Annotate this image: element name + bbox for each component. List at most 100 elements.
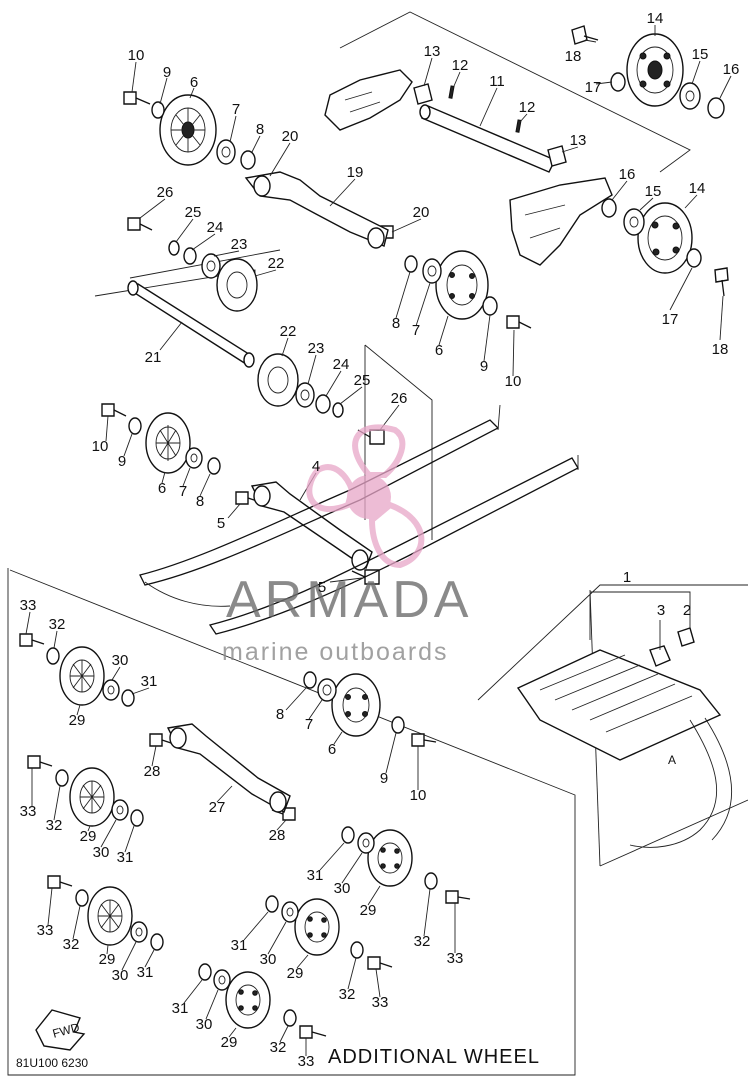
- callout-number: 30: [112, 652, 129, 669]
- callout-number: 32: [49, 616, 66, 633]
- callout-number: 8: [256, 121, 264, 138]
- callout-number: 23: [308, 340, 325, 357]
- callout-number: 31: [117, 849, 134, 866]
- frame-bracket-upper: [324, 69, 613, 266]
- shaft-27: [166, 723, 291, 814]
- callout-number: 30: [260, 951, 277, 968]
- callout-number: 7: [179, 483, 187, 500]
- callout-number: 31: [231, 937, 248, 954]
- watermark: ARMADA marine outboards: [222, 424, 468, 666]
- callout-number: 8: [276, 706, 284, 723]
- callout-number: 9: [380, 770, 388, 787]
- callout-number: 29: [360, 902, 377, 919]
- shaft-11: [413, 83, 567, 173]
- callout-number: 33: [37, 922, 54, 939]
- callout-number: 1: [623, 569, 631, 586]
- callout-number: 10: [410, 787, 427, 804]
- callout-number: 21: [145, 349, 162, 366]
- callout-number: 33: [20, 803, 37, 820]
- callout-number: 3: [657, 602, 665, 619]
- callout-number: 16: [723, 61, 740, 78]
- callout-number: 18: [565, 48, 582, 65]
- callout-number: 9: [480, 358, 488, 375]
- wheel-6-low: [331, 673, 381, 737]
- callout-number: 22: [268, 255, 285, 272]
- callout-number: 14: [689, 180, 706, 197]
- callout-number: 19: [347, 164, 364, 181]
- callout-number: 24: [333, 356, 350, 373]
- callout-number: 32: [63, 936, 80, 953]
- callout-number: 30: [93, 844, 110, 861]
- section-caption: ADDITIONAL WHEEL: [328, 1046, 540, 1068]
- slide-rails: [139, 404, 579, 635]
- callout-number: 4: [312, 458, 320, 475]
- shaft-19: [244, 171, 389, 249]
- callout-number: 32: [270, 1039, 287, 1056]
- callout-number: 17: [585, 79, 602, 96]
- callout-number: 29: [99, 951, 116, 968]
- callout-number: 26: [157, 184, 174, 201]
- callout-number: 20: [282, 128, 299, 145]
- callout-number: 10: [92, 438, 109, 455]
- wheel-29-a: [59, 646, 105, 706]
- callout-number: 7: [232, 101, 240, 118]
- wheel-22-left: [216, 258, 258, 312]
- callout-number: 18: [712, 341, 729, 358]
- callout-number: 6: [158, 480, 166, 497]
- wheel-22-right: [257, 353, 299, 407]
- callout-number: 8: [196, 493, 204, 510]
- callout-number: 5: [217, 515, 225, 532]
- wheel-14-upper: [626, 33, 684, 107]
- callout-number: 10: [505, 373, 522, 390]
- callout-number: 5: [318, 579, 326, 596]
- callout-number: 24: [207, 219, 224, 236]
- wheel-6-top: [159, 94, 217, 166]
- callout-number: 7: [305, 716, 313, 733]
- callout-number: 30: [334, 880, 351, 897]
- callout-number: 25: [354, 372, 371, 389]
- callout-number: 29: [80, 828, 97, 845]
- callout-number: 32: [46, 817, 63, 834]
- callout-number: 2: [683, 602, 691, 619]
- callout-number: 12: [519, 99, 536, 116]
- callout-number: 14: [647, 10, 664, 27]
- bolts: [19, 25, 729, 1039]
- wheel-6-center: [145, 412, 191, 474]
- callout-number: 29: [221, 1034, 238, 1051]
- drawing-code: 81U100 6230: [16, 1056, 88, 1070]
- callout-number: 31: [172, 1000, 189, 1017]
- bearings-washers: [46, 72, 725, 1027]
- callout-number: 23: [231, 236, 248, 253]
- callout-number: 22: [280, 323, 297, 340]
- callout-number: 30: [112, 967, 129, 984]
- callout-number: 13: [424, 43, 441, 60]
- callout-number: 31: [307, 867, 324, 884]
- wheel-29-b: [69, 767, 115, 827]
- callout-number: 31: [141, 673, 158, 690]
- callout-number: 16: [619, 166, 636, 183]
- track-assembly: [516, 591, 732, 848]
- wheel-6-mid: [435, 250, 489, 320]
- leader-lines: [25, 25, 732, 1056]
- callout-number: 6: [328, 741, 336, 758]
- callout-number: 17: [662, 311, 679, 328]
- watermark-tagline: marine outboards: [222, 638, 449, 666]
- callout-number: 6: [190, 74, 198, 91]
- wheel-14-lower: [637, 202, 693, 274]
- callout-number: 6: [435, 342, 443, 359]
- watermark-propeller-icon: [306, 424, 425, 569]
- wheel-29-d: [367, 829, 413, 887]
- shaft-4: [250, 481, 373, 571]
- callout-number: 33: [372, 994, 389, 1011]
- callout-number: 15: [692, 46, 709, 63]
- shaft-21: [127, 280, 255, 368]
- callout-number: 8: [392, 315, 400, 332]
- callout-number: 26: [391, 390, 408, 407]
- callout-number: 33: [298, 1053, 315, 1070]
- callout-number: 15: [645, 183, 662, 200]
- callout-number: 32: [414, 933, 431, 950]
- callout-number: 27: [209, 799, 226, 816]
- callout-number: 28: [269, 827, 286, 844]
